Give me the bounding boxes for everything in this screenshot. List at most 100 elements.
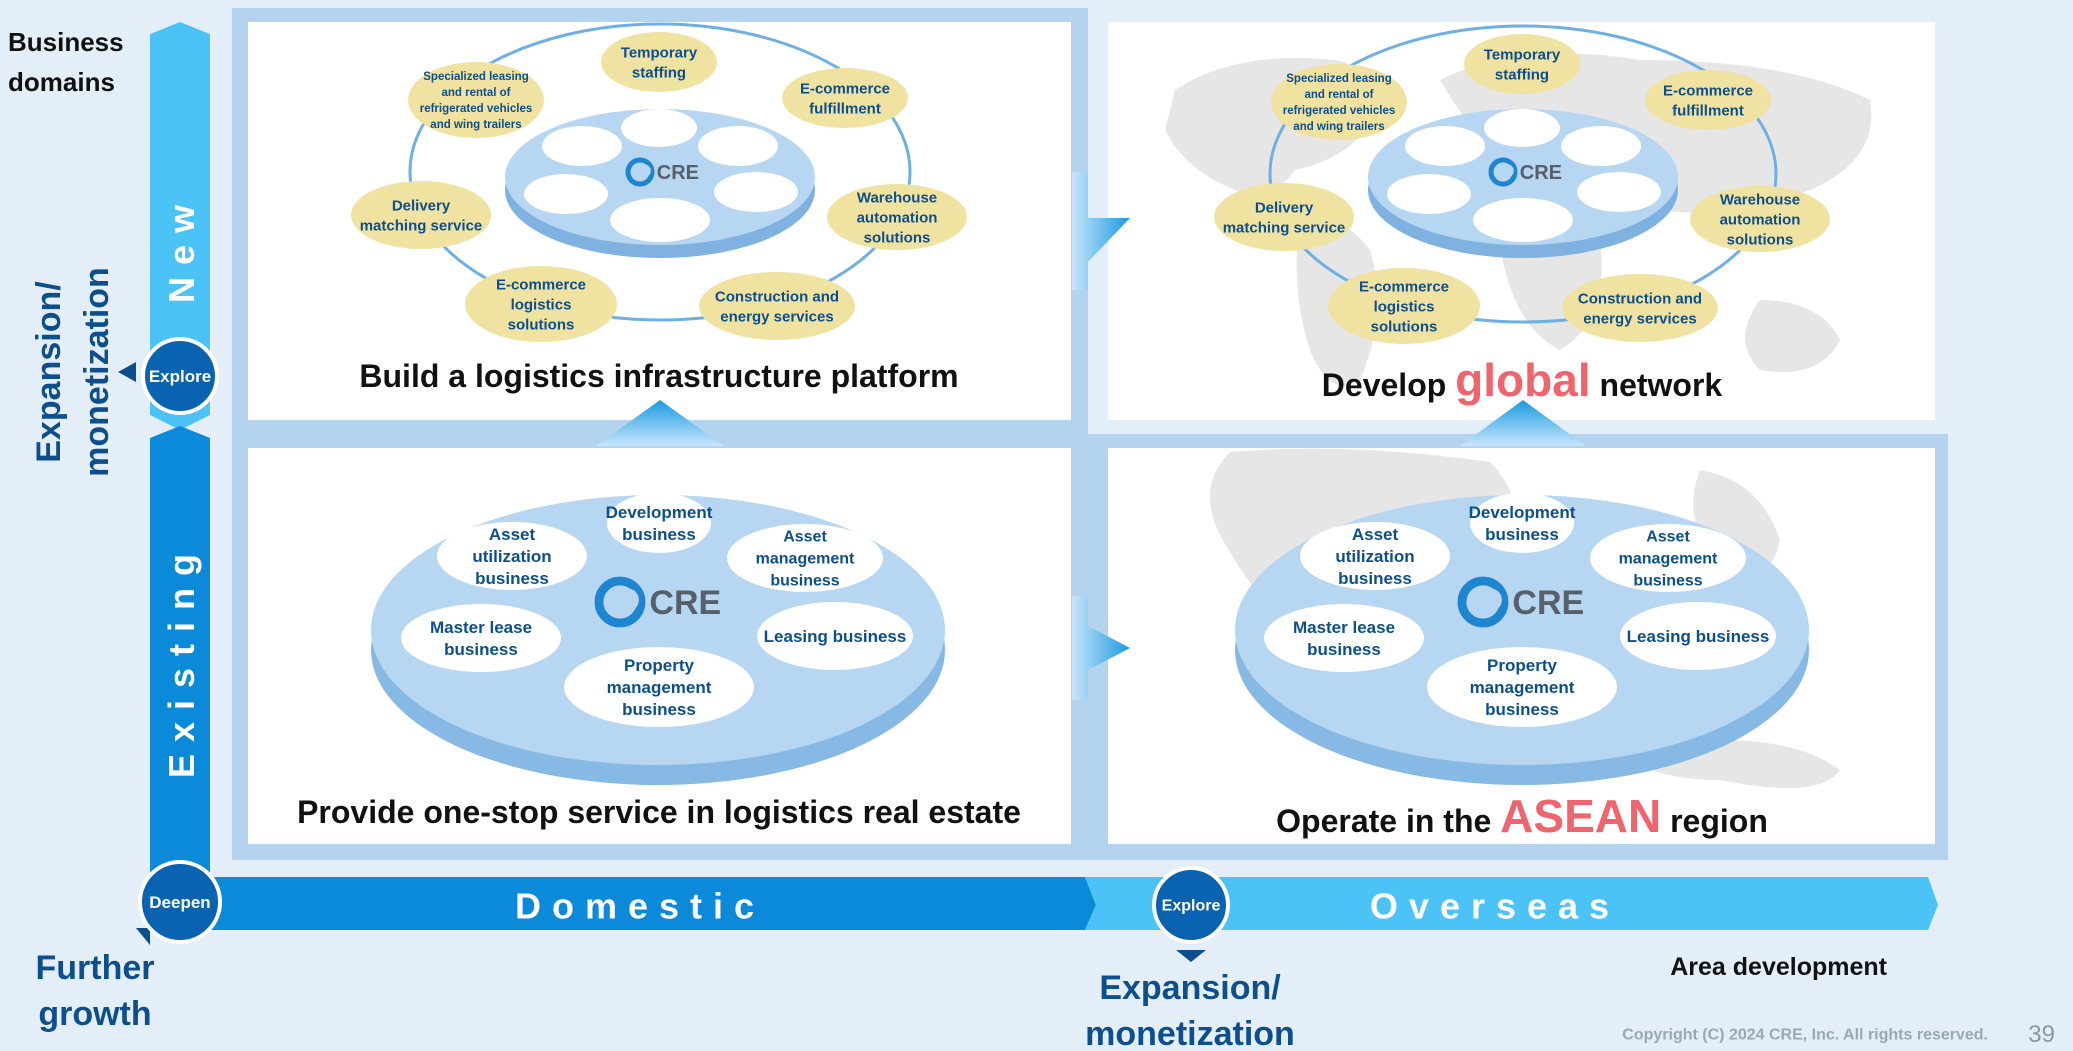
new-domestic-service-4-line: E-commerce [496, 276, 586, 293]
cre-logo-text: CRE [649, 584, 721, 622]
further-growth-label-line: Further [36, 949, 155, 987]
deepen-circle [138, 860, 222, 944]
cre-logo-small-domestic: CRE [625, 157, 699, 187]
existing-overseas-business-3-line: business [1485, 700, 1559, 719]
existing-overseas-business-5-line: business [1338, 569, 1412, 588]
existing-domestic-business-4-line: business [444, 640, 518, 659]
existing-overseas-business-0-line: Development [1469, 503, 1576, 522]
existing-overseas-business-5-line: utilization [1335, 547, 1414, 566]
existing-domestic-business-3-line: Property [624, 656, 694, 675]
new-overseas-service-2-line: solutions [1727, 231, 1794, 248]
further-growth-label-line: growth [38, 995, 151, 1033]
new-domestic-service-5: Delivery matching service [351, 181, 491, 249]
new-overseas-service-2-line: Warehouse [1720, 191, 1800, 208]
existing-overseas-business-3-line: Property [1487, 656, 1557, 675]
cre-logo-large-domestic: CRE [594, 576, 721, 628]
existing-domestic-business-5-line: business [475, 569, 549, 588]
new-domestic-service-6-line: refrigerated vehicles [420, 103, 533, 115]
new-domestic-service-6: Specialized leasing and rental of refriger… [408, 62, 544, 138]
caption-new-domestic-line: Build a logistics infrastructure platfor… [359, 358, 958, 394]
new-overseas-service-4-line: solutions [1371, 318, 1438, 335]
new-domestic-service-6-line: Specialized leasing [423, 71, 528, 83]
caption-existing-domestic-line: Provide one-stop service in logistics re… [297, 794, 1021, 830]
existing-overseas-business-0: Development business [1469, 493, 1576, 553]
existing-domestic-business-0-line: business [622, 525, 696, 544]
existing-domestic-business-1-line: Asset [783, 529, 827, 546]
existing-domestic-business-3-line: management [607, 678, 712, 697]
new-domestic-service-5-line: matching service [360, 217, 483, 234]
bottom-expansion-label-line: monetization [1085, 1015, 1295, 1051]
service-ring-domestic [408, 22, 912, 322]
explore-pointer-down [1176, 950, 1206, 962]
new-domestic-service-3-line: Construction and [715, 288, 839, 305]
existing-overseas-business-5-line: Asset [1352, 525, 1399, 544]
axis-overseas-bar [1085, 877, 1938, 930]
existing-overseas-business-2: Leasing business [1620, 602, 1776, 670]
cre-logo-text: CRE [1512, 584, 1584, 622]
arrow-right-existing [1072, 596, 1130, 700]
new-domestic-service-2-line: solutions [864, 229, 931, 246]
new-domestic-service-2-line: automation [857, 209, 938, 226]
explore-vertical-label-line: Explore [149, 367, 211, 386]
new-overseas-service-4-line: E-commerce [1359, 278, 1449, 295]
arrow-right-new [1072, 172, 1130, 290]
new-overseas-service-2-line: automation [1720, 211, 1801, 228]
axis-domestic-bar [180, 877, 1096, 930]
area-development-label-line: Area development [1670, 953, 1887, 981]
left-expansion-label-1: Expansion/ [30, 281, 68, 463]
new-domestic-service-2-line: Warehouse [857, 189, 937, 206]
explore-horizontal-label-line: Explore [1162, 898, 1221, 915]
new-overseas-service-6-line: Specialized leasing [1286, 73, 1391, 85]
explore-circle-vertical [141, 337, 219, 415]
existing-overseas-business-4-line: business [1307, 640, 1381, 659]
new-domestic-service-0-line: Temporary [621, 44, 698, 61]
new-domestic-service-5-line: Delivery [392, 197, 451, 214]
axis-existing-bar [150, 426, 210, 880]
new-domestic-service-2: Warehouse automation solutions [827, 184, 967, 250]
existing-domestic-business-4: Master lease business [401, 604, 561, 672]
page-number: 39 [2028, 1021, 2055, 1048]
left-expansion-label-2: monetization [78, 267, 116, 477]
axis-domestic-label-line: Domestic [515, 886, 765, 927]
existing-overseas-business-0-line: business [1485, 525, 1559, 544]
existing-domestic-business-1: Asset management business [727, 524, 883, 592]
new-overseas-service-1-line: fulfillment [1672, 102, 1744, 119]
arrow-up-domestic [596, 400, 724, 446]
business-domains-label-line: Business [8, 27, 124, 57]
service-ring-overseas [1268, 24, 1778, 324]
new-domestic-service-4-line: logistics [511, 296, 572, 313]
existing-domestic-business-1-line: management [756, 551, 855, 568]
new-overseas-service-3-line: Construction and [1578, 290, 1702, 307]
existing-domestic-business-1-line: business [770, 573, 839, 590]
new-overseas-service-1-line: E-commerce [1663, 82, 1753, 99]
new-overseas-service-0-line: staffing [1495, 66, 1549, 83]
new-domestic-service-3-line: energy services [720, 308, 833, 325]
axis-new-bar [150, 22, 210, 430]
existing-overseas-business-4-line: Master lease [1293, 618, 1395, 637]
cre-platform-new-overseas [1368, 109, 1678, 258]
cre-logo-text: CRE [1520, 162, 1562, 184]
existing-overseas-business-1-line: business [1633, 573, 1702, 590]
existing-domestic-business-5-line: utilization [472, 547, 551, 566]
new-overseas-service-1: E-commerce fulfillment [1645, 70, 1771, 130]
bottom-expansion-label-line: Expansion/ [1099, 969, 1281, 1007]
cre-platform-new-domestic [505, 109, 815, 258]
cre-logo-text: CRE [657, 162, 699, 184]
existing-domestic-business-4-line: Master lease [430, 618, 532, 637]
new-domestic-service-4-line: solutions [508, 316, 575, 333]
new-domestic-service-6-line: and rental of [441, 87, 510, 99]
existing-domestic-business-2-line: Leasing business [764, 627, 907, 646]
existing-overseas-business-1-line: Asset [1646, 529, 1690, 546]
new-domestic-service-1-line: E-commerce [800, 80, 890, 97]
caption-new-overseas: Develop global network [1322, 354, 1723, 406]
axis-existing-label: Existing [161, 542, 202, 778]
